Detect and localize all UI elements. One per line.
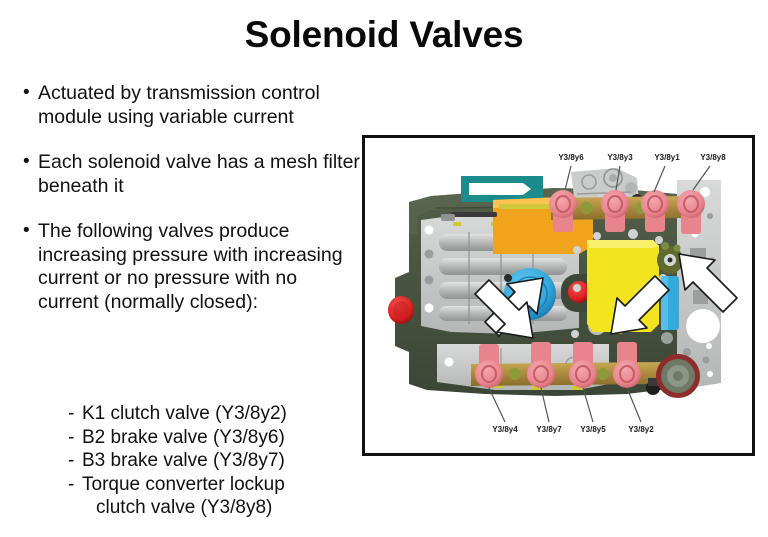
valve-sub-list: - K1 clutch valve (Y3/8y2) - B2 brake va… <box>68 402 368 520</box>
list-item-text: B3 brake valve (Y3/8y7) <box>82 450 285 471</box>
list-item: - B3 brake valve (Y3/8y7) <box>68 449 368 473</box>
label-top-1: Y3/8y6 <box>558 153 584 162</box>
bottom-leader-lines <box>488 387 642 423</box>
solenoid-valve-y3-8y4 <box>475 344 503 388</box>
label-top-2: Y3/8y3 <box>607 153 633 162</box>
solenoid-valve-y3-8y3 <box>601 190 629 232</box>
list-item: - B2 brake valve (Y3/8y6) <box>68 426 368 450</box>
left-red-plug <box>388 296 414 324</box>
solenoid-valve-y3-8y7 <box>527 342 555 388</box>
dash-marker-icon: - <box>68 450 75 471</box>
blue-sensor-block <box>657 242 683 344</box>
list-item-text: Each solenoid valve has a mesh filter be… <box>38 151 360 197</box>
list-item-text: The following valves produce increasing … <box>38 220 343 313</box>
list-item-text: Actuated by transmission control module … <box>38 82 320 128</box>
valve-body-diagram-panel: Y3/8y6 Y3/8y3 Y3/8y1 Y3/8y8 Y3/8y4 Y3/8y… <box>362 135 755 456</box>
callout-arrows <box>474 253 738 339</box>
bullet-marker-icon: • <box>23 151 30 172</box>
list-item-text: B2 brake valve (Y3/8y6) <box>82 426 285 448</box>
solenoid-valve-y3-8y5 <box>569 342 597 388</box>
teal-bracket <box>461 176 543 202</box>
arrow-top-right <box>678 253 738 313</box>
dash-marker-icon: - <box>68 403 75 424</box>
top-solenoid-valves <box>549 190 705 234</box>
label-bottom-2: Y3/8y7 <box>536 425 562 434</box>
top-leader-lines <box>564 165 711 193</box>
page-title: Solenoid Valves <box>244 14 524 55</box>
label-bottom-1: Y3/8y4 <box>492 425 518 434</box>
arrow-bottom-left <box>474 279 534 339</box>
bullet-marker-icon: • <box>23 82 30 103</box>
valve-body-illustration: Y3/8y6 Y3/8y3 Y3/8y1 Y3/8y8 Y3/8y4 Y3/8y… <box>365 138 752 453</box>
list-item: • The following valves produce increasin… <box>22 220 362 314</box>
bottom-solenoid-valves <box>475 342 660 395</box>
list-item-text: K1 clutch valve (Y3/8y2) <box>82 403 287 424</box>
bullet-list: • Actuated by transmission control modul… <box>22 82 362 332</box>
dash-marker-icon: - <box>68 426 75 448</box>
list-item-text: Torque converter lockup <box>82 473 285 495</box>
solenoid-valve-y3-8y8 <box>677 190 705 234</box>
label-top-3: Y3/8y1 <box>654 153 680 162</box>
list-item: • Each solenoid valve has a mesh filter … <box>22 151 362 198</box>
label-bottom-4: Y3/8y2 <box>628 425 654 434</box>
list-item: • Actuated by transmission control modul… <box>22 82 362 129</box>
list-item-text-continuation: clutch valve (Y3/8y8) <box>96 497 273 518</box>
label-top-4: Y3/8y8 <box>700 153 726 162</box>
list-item: - K1 clutch valve (Y3/8y2) <box>68 402 368 426</box>
label-bottom-3: Y3/8y5 <box>580 425 606 434</box>
top-solenoid-labels: Y3/8y6 Y3/8y3 Y3/8y1 Y3/8y8 <box>558 153 726 162</box>
solenoid-valve-y3-8y6 <box>549 190 577 232</box>
bottom-solenoid-labels: Y3/8y4 Y3/8y7 Y3/8y5 Y3/8y2 <box>492 425 654 434</box>
solenoid-valve-y3-8y1 <box>641 190 669 232</box>
dash-marker-icon: - <box>68 473 75 495</box>
arrow-bottom-right <box>610 275 670 335</box>
list-item: - Torque converter lockup clutch valve (… <box>68 473 368 520</box>
solenoid-valve-y3-8y2 <box>613 342 641 388</box>
bullet-marker-icon: • <box>23 220 30 241</box>
output-port-ring <box>656 354 700 398</box>
